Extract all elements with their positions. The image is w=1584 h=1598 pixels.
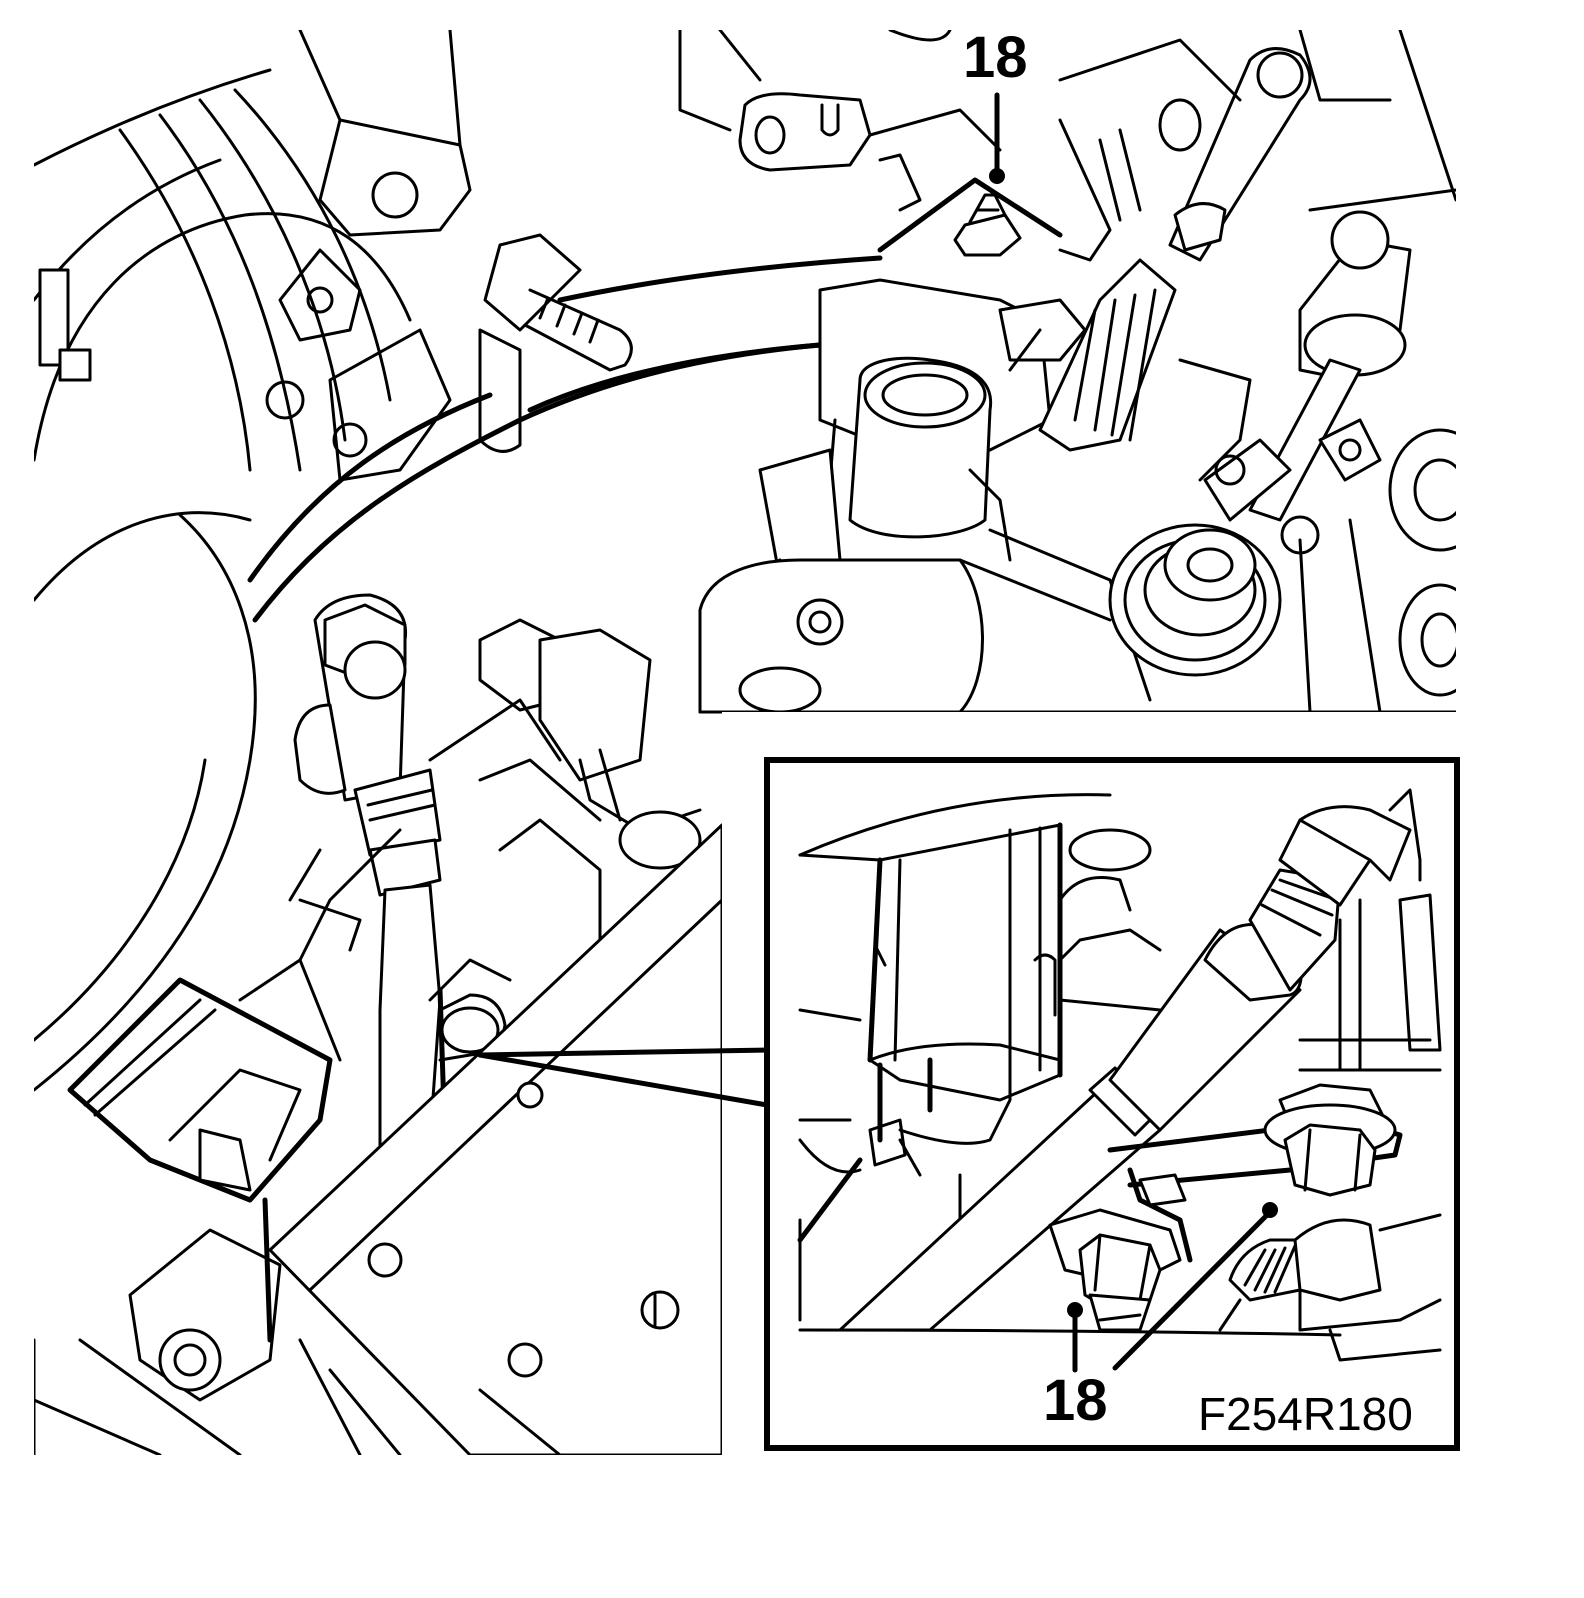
callout-inset-dot-left <box>1067 1302 1083 1318</box>
rubber-boot <box>1108 30 1456 714</box>
upper-bracket <box>265 30 952 482</box>
inset-pointer <box>477 1047 770 1108</box>
inset-nut-right <box>1263 1083 1397 1197</box>
hydraulic-pipe <box>293 593 507 1152</box>
callout-top-dot <box>989 168 1005 184</box>
shift-linkage <box>998 38 1312 482</box>
threaded-stud <box>478 233 633 453</box>
sensor-connector <box>478 618 702 870</box>
callout-inset-dot-right <box>1262 1202 1278 1218</box>
inset-fitting <box>1218 1213 1442 1362</box>
figure-code: F254R180 <box>1198 1388 1413 1440</box>
mounting-plate <box>34 823 724 1455</box>
callout-top-label: 18 <box>963 25 1028 90</box>
top-nut <box>527 153 1063 413</box>
detail-inset <box>764 757 1460 1451</box>
inset-nut-left <box>1048 1173 1187 1332</box>
flywheel <box>34 68 823 1092</box>
housing-bottom <box>67 698 702 1402</box>
callout-18-top: 18 <box>963 25 1028 184</box>
top-center-bracket <box>738 92 1002 172</box>
callout-18-inset: 18 <box>1043 1202 1278 1433</box>
callout-inset-label: 18 <box>1043 1368 1108 1433</box>
main-view <box>34 30 1456 1455</box>
cylinder-assembly <box>698 278 1152 714</box>
inset-frame <box>764 757 1460 1451</box>
